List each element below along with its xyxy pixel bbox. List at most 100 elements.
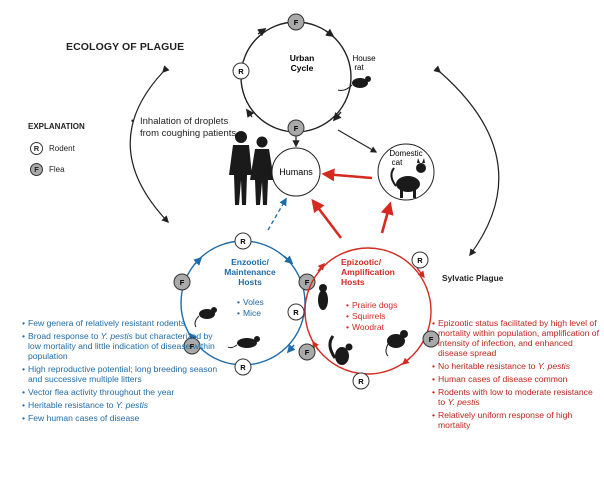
epizootic-note-text: Rodents with low to moderate resistance …	[438, 387, 593, 407]
enzootic-species-1: Mice	[243, 308, 261, 318]
domestic-cat-label-2: cat	[392, 158, 403, 167]
svg-text:R: R	[240, 363, 246, 372]
svg-text:R: R	[238, 67, 244, 76]
epizootic-note-text: Y. pestis	[537, 361, 571, 371]
enzootic-note-text: Broad response to	[28, 331, 101, 341]
page-title: ECOLOGY OF PLAGUE	[66, 41, 185, 53]
flea-legend-label: Flea	[49, 165, 65, 174]
enzootic-rodent-top: R	[234, 232, 252, 250]
epizootic-species-1: Squirrels	[352, 311, 386, 321]
enzootic-note-item: Few genera of relatively resistant roden…	[22, 318, 222, 328]
inhalation-note: • Inhalation of droplets from coughing p…	[131, 116, 243, 139]
urban-to-cat-arrow	[337, 129, 378, 153]
urban-flea-top: F	[287, 13, 305, 31]
enzootic-note-text: Vector flea activity throughout the year	[28, 387, 175, 397]
enzootic-note-text: but characterized by low mortality and l…	[28, 331, 215, 361]
svg-text:•: •	[346, 300, 349, 310]
enzootic-note-text: High reproductive potential; long breedi…	[28, 364, 218, 384]
epizootic-note-text: Human cases of disease common	[438, 374, 568, 384]
svg-text:R: R	[358, 377, 364, 386]
epizootic-to-humans-arrow	[311, 198, 343, 239]
epizootic-note-item: Rodents with low to moderate resistance …	[432, 387, 602, 407]
epizootic-to-cat-arrow	[380, 201, 394, 234]
flea-legend-icon: F	[30, 163, 43, 176]
epizootic-note-item: Relatively uniform response of high mort…	[432, 410, 602, 430]
prairie-dog-icon	[318, 284, 328, 310]
enzootic-to-humans-arrow	[267, 197, 287, 231]
rodent-legend-icon: R	[30, 142, 43, 155]
svg-text:F: F	[305, 278, 310, 287]
epizootic-species-0: Prairie dogs	[352, 300, 397, 310]
legend-rodent: R Rodent	[30, 142, 75, 155]
enzootic-note-text: Few genera of relatively resistant roden…	[28, 318, 186, 328]
enzootic-note-text: Y. pestis	[115, 400, 149, 410]
domestic-cat-label-1: Domestic	[389, 149, 422, 158]
enzootic-note-item: High reproductive potential; long breedi…	[22, 364, 222, 384]
epizootic-note-item: Human cases of disease common	[432, 374, 602, 384]
svg-text:F: F	[294, 124, 299, 133]
house-rat-icon	[337, 76, 371, 91]
enzootic-label-3: Hosts	[238, 277, 262, 287]
epizootic-notes-list: Epizootic status facilitated by high lev…	[432, 318, 602, 433]
epizootic-note-text: No heritable resistance to	[438, 361, 538, 371]
svg-text:R: R	[293, 308, 299, 317]
epizootic-rodent-left: R	[287, 303, 305, 321]
enzootic-notes-list: Few genera of relatively resistant roden…	[22, 318, 222, 426]
rodent-legend-label: Rodent	[49, 144, 75, 153]
domestic-cat-icon	[390, 158, 426, 198]
svg-text:F: F	[305, 348, 310, 357]
legend-heading: EXPLANATION	[28, 122, 85, 131]
enzootic-label-2: Maintenance	[224, 267, 276, 277]
epizootic-species-2: Woodrat	[352, 322, 385, 332]
epizootic-rodent-bottom: R	[352, 372, 370, 390]
epizootic-note-text: Y. pestis	[447, 397, 480, 407]
enzootic-flea-right: F	[298, 273, 316, 291]
svg-text:R: R	[417, 256, 423, 265]
cat-to-humans-arrow	[321, 168, 373, 182]
woodrat-icon	[385, 330, 408, 357]
enzootic-rodent-bottom: R	[234, 358, 252, 376]
humans-silhouette-icon	[229, 131, 274, 205]
sylvatic-plague-label: Sylvatic Plague	[442, 273, 504, 283]
urban-label-1: Urban	[290, 53, 315, 63]
humans-node	[271, 147, 321, 197]
enzootic-note-item: Few human cases of disease	[22, 413, 222, 423]
svg-text:F: F	[180, 278, 185, 287]
epizootic-label-3: Hosts	[341, 277, 365, 287]
epizootic-label-1: Epizootic/	[341, 257, 382, 267]
house-rat-label-1: House	[352, 54, 376, 63]
enzootic-note-text: Heritable resistance to	[28, 400, 116, 410]
svg-text:•: •	[346, 322, 349, 332]
epizootic-cycle: Epizootic/ Amplification Hosts Prairie d…	[304, 247, 432, 375]
epizootic-note-text: Epizootic status facilitated by high lev…	[438, 318, 599, 358]
legend-flea: F Flea	[30, 163, 65, 176]
domestic-cat-node	[377, 143, 435, 201]
epizootic-note-item: Epizootic status facilitated by high lev…	[432, 318, 602, 358]
mouse-icon	[227, 336, 260, 349]
enzootic-note-text: Y. pestis	[100, 331, 133, 341]
squirrel-icon	[328, 335, 353, 365]
svg-text:R: R	[240, 237, 246, 246]
svg-text:F: F	[294, 18, 299, 27]
left-exchange-arrow	[129, 65, 170, 224]
house-rat-label-2: rat	[354, 63, 364, 72]
epizootic-rodent-right: R	[411, 251, 429, 269]
enzootic-note-item: Vector flea activity throughout the year	[22, 387, 222, 397]
humans-label: Humans	[279, 167, 313, 177]
urban-flea-bottom: F	[287, 119, 305, 137]
enzootic-label-1: Enzootic/	[231, 257, 269, 267]
right-exchange-arrow	[433, 65, 500, 257]
epizootic-flea-left: F	[298, 343, 316, 361]
enzootic-flea-left: F	[173, 273, 191, 291]
urban-rodent-left: R	[232, 62, 250, 80]
inhalation-text: Inhalation of droplets from coughing pat…	[140, 116, 237, 139]
enzootic-species-0: Voles	[243, 297, 264, 307]
svg-text:•: •	[237, 297, 240, 307]
epizootic-note-text: Relatively uniform response of high mort…	[438, 410, 573, 430]
epizootic-note-item: No heritable resistance to Y. pestis	[432, 361, 602, 371]
epizootic-label-2: Amplification	[341, 267, 395, 277]
enzootic-note-item: Heritable resistance to Y. pestis	[22, 400, 222, 410]
urban-cycle: Urban Cycle	[240, 21, 352, 133]
enzootic-note-item: Broad response to Y. pestis but characte…	[22, 331, 222, 361]
svg-text:•: •	[346, 311, 349, 321]
